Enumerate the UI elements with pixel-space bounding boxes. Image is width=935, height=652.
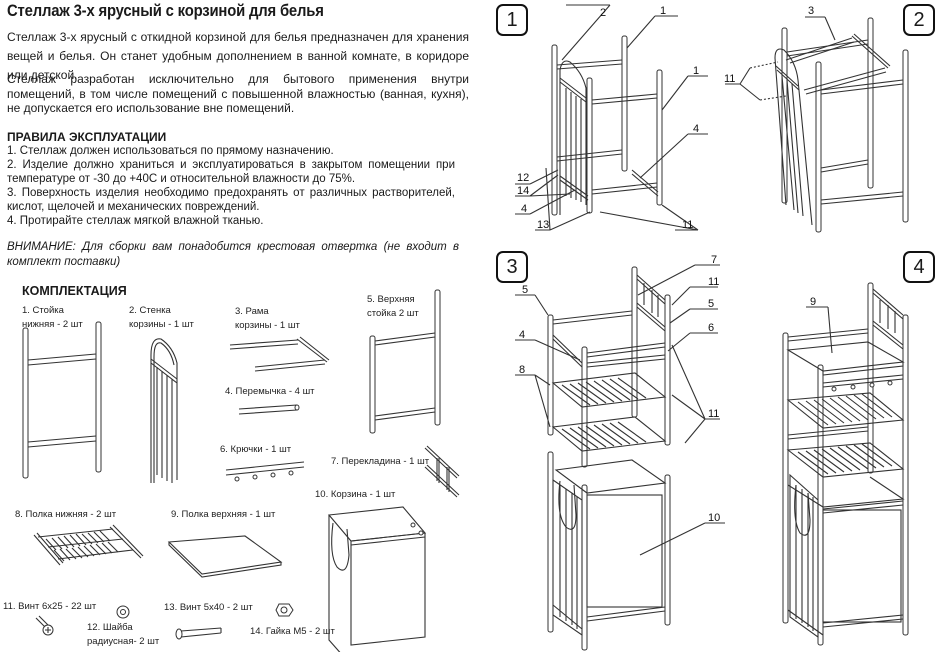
part-drawing-nut (275, 603, 294, 617)
part-drawing-bar (424, 445, 460, 498)
rule-item: 4. Протирайте стеллаж мягкой влажной тка… (7, 215, 264, 227)
rule-item: 1. Стеллаж должен использоваться по прям… (7, 145, 334, 157)
part-drawing-basket (327, 506, 427, 652)
usage-note-paragraph: Стеллаж разработан исключительно для быт… (7, 72, 469, 115)
callout-1b: 1 (693, 65, 699, 77)
part-label-13: 13. Винт 5х40 - 2 шт (164, 602, 253, 613)
callout-7: 7 (711, 254, 717, 266)
part-drawing-hooks (225, 461, 305, 482)
callout-11: 11 (708, 276, 719, 288)
rule-item: 3. Поверхность изделия необходимо предох… (7, 187, 455, 213)
part-label-14: 14. Гайка М5 - 2 шт (250, 626, 335, 637)
callout-2: 2 (600, 7, 606, 19)
part-drawing-lower-post (22, 321, 102, 479)
callout-4: 4 (693, 123, 699, 135)
part-label-11: 11. Винт 6х25 - 22 шт (3, 601, 97, 612)
callout-14: 14 (517, 185, 529, 197)
part-drawing-washer (116, 605, 130, 619)
callout-11: 11 (682, 219, 693, 231)
part-drawing-lower-shelf (33, 524, 144, 566)
rules-list: 1. Стеллаж должен использоваться по прям… (7, 144, 455, 228)
callout-13: 13 (537, 219, 549, 231)
assembly-step-4-diagram: 9 (782, 282, 909, 646)
part-label-6: 6. Крючки - 1 шт (220, 444, 292, 455)
callout-4b: 4 (521, 203, 527, 215)
callout-11b: 11 (708, 408, 719, 420)
part-label-4: 4. Перемычка - 4 шт (225, 386, 315, 397)
part-label-10: 10. Корзина - 1 шт (315, 489, 396, 500)
step-badge-2: 2 (903, 4, 935, 36)
part-drawing-basket-frame (229, 336, 330, 372)
callout-6: 6 (708, 322, 714, 334)
callout-8: 8 (519, 364, 525, 376)
callout-1: 1 (660, 5, 666, 17)
callout-5: 5 (708, 298, 714, 310)
document-title: Стеллаж 3-х ярусный с корзиной для белья (7, 2, 324, 20)
callout-3: 3 (808, 5, 814, 17)
part-drawing-screw-6x25 (35, 615, 54, 636)
part-label-8: 8. Полка нижняя - 2 шт (15, 509, 117, 520)
part-drawing-upper-post (369, 289, 441, 434)
callout-4: 4 (519, 329, 525, 341)
callout-9: 9 (810, 296, 816, 308)
assembly-step-1-diagram: 2 1 1 4 12 14 4 13 11 (515, 4, 708, 231)
rules-heading: ПРАВИЛА ЭКСПЛУАТАЦИИ (7, 130, 167, 144)
part-drawing-screw-5x40 (175, 627, 222, 640)
callout-10: 10 (708, 512, 720, 524)
part-drawing-basket-wall (150, 338, 178, 483)
warning-note: ВНИМАНИЕ: Для сборки вам понадобится кре… (7, 241, 459, 268)
part-drawing-upper-shelf (167, 535, 283, 578)
part-drawing-crossbar (238, 404, 300, 415)
callout-11: 11 (724, 73, 735, 85)
kit-heading: КОМПЛЕКТАЦИЯ (22, 284, 127, 298)
step-badge-3: 3 (496, 251, 528, 283)
step-badge-1: 1 (496, 4, 528, 36)
callout-12: 12 (517, 172, 529, 184)
step-badge-4: 4 (903, 251, 935, 283)
callout-5b: 5 (522, 284, 528, 296)
intro-paragraph: Стеллаж 3-х ярусный с откидной корзиной … (7, 30, 469, 82)
part-label-7: 7. Перекладина - 1 шт (331, 456, 430, 467)
rule-item: 2. Изделие должно храниться и эксплуатир… (7, 159, 455, 185)
part-label-9: 9. Полка верхняя - 1 шт (171, 509, 276, 520)
assembly-step-3-diagram: 7 11 5 5 6 4 8 11 10 (515, 254, 725, 651)
assembly-step-2-diagram: 3 11 (724, 5, 909, 233)
